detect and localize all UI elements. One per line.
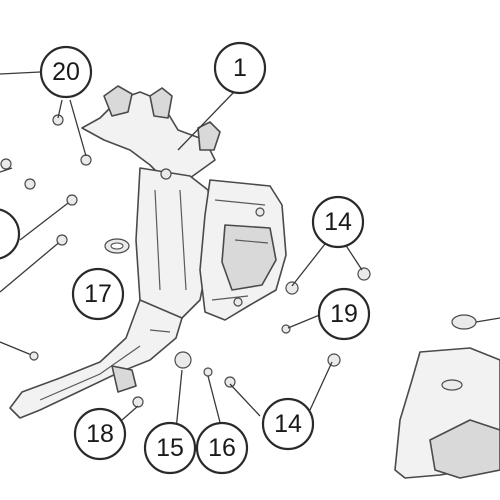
callout-label: 16	[208, 434, 236, 462]
callout-label: 14	[324, 208, 352, 236]
callout-label: 19	[330, 300, 358, 328]
callout-label: 14	[274, 410, 302, 438]
main-bracket-part	[9, 85, 287, 419]
callout-label: 18	[86, 420, 114, 448]
callout-18: 18	[73, 407, 127, 461]
callout-label: 15	[156, 434, 184, 462]
callout-15: 15	[143, 421, 197, 475]
callout-label: 9	[0, 220, 1, 248]
callout-label: 17	[84, 280, 112, 308]
callout-14-upper: 14	[311, 195, 365, 249]
callout-label: 20	[52, 58, 80, 86]
callout-20: 20	[39, 45, 93, 99]
callout-9: 9	[0, 208, 21, 260]
callout-17: 17	[71, 267, 125, 321]
hardware-parts	[0, 114, 371, 408]
callout-19: 19	[317, 287, 371, 341]
leader-lines	[0, 71, 363, 431]
callout-1: 1	[213, 41, 267, 95]
callout-16: 16	[195, 421, 249, 475]
right-cover-part	[394, 314, 500, 479]
callout-14-lower: 14	[261, 397, 315, 451]
callout-label: 1	[233, 54, 247, 82]
